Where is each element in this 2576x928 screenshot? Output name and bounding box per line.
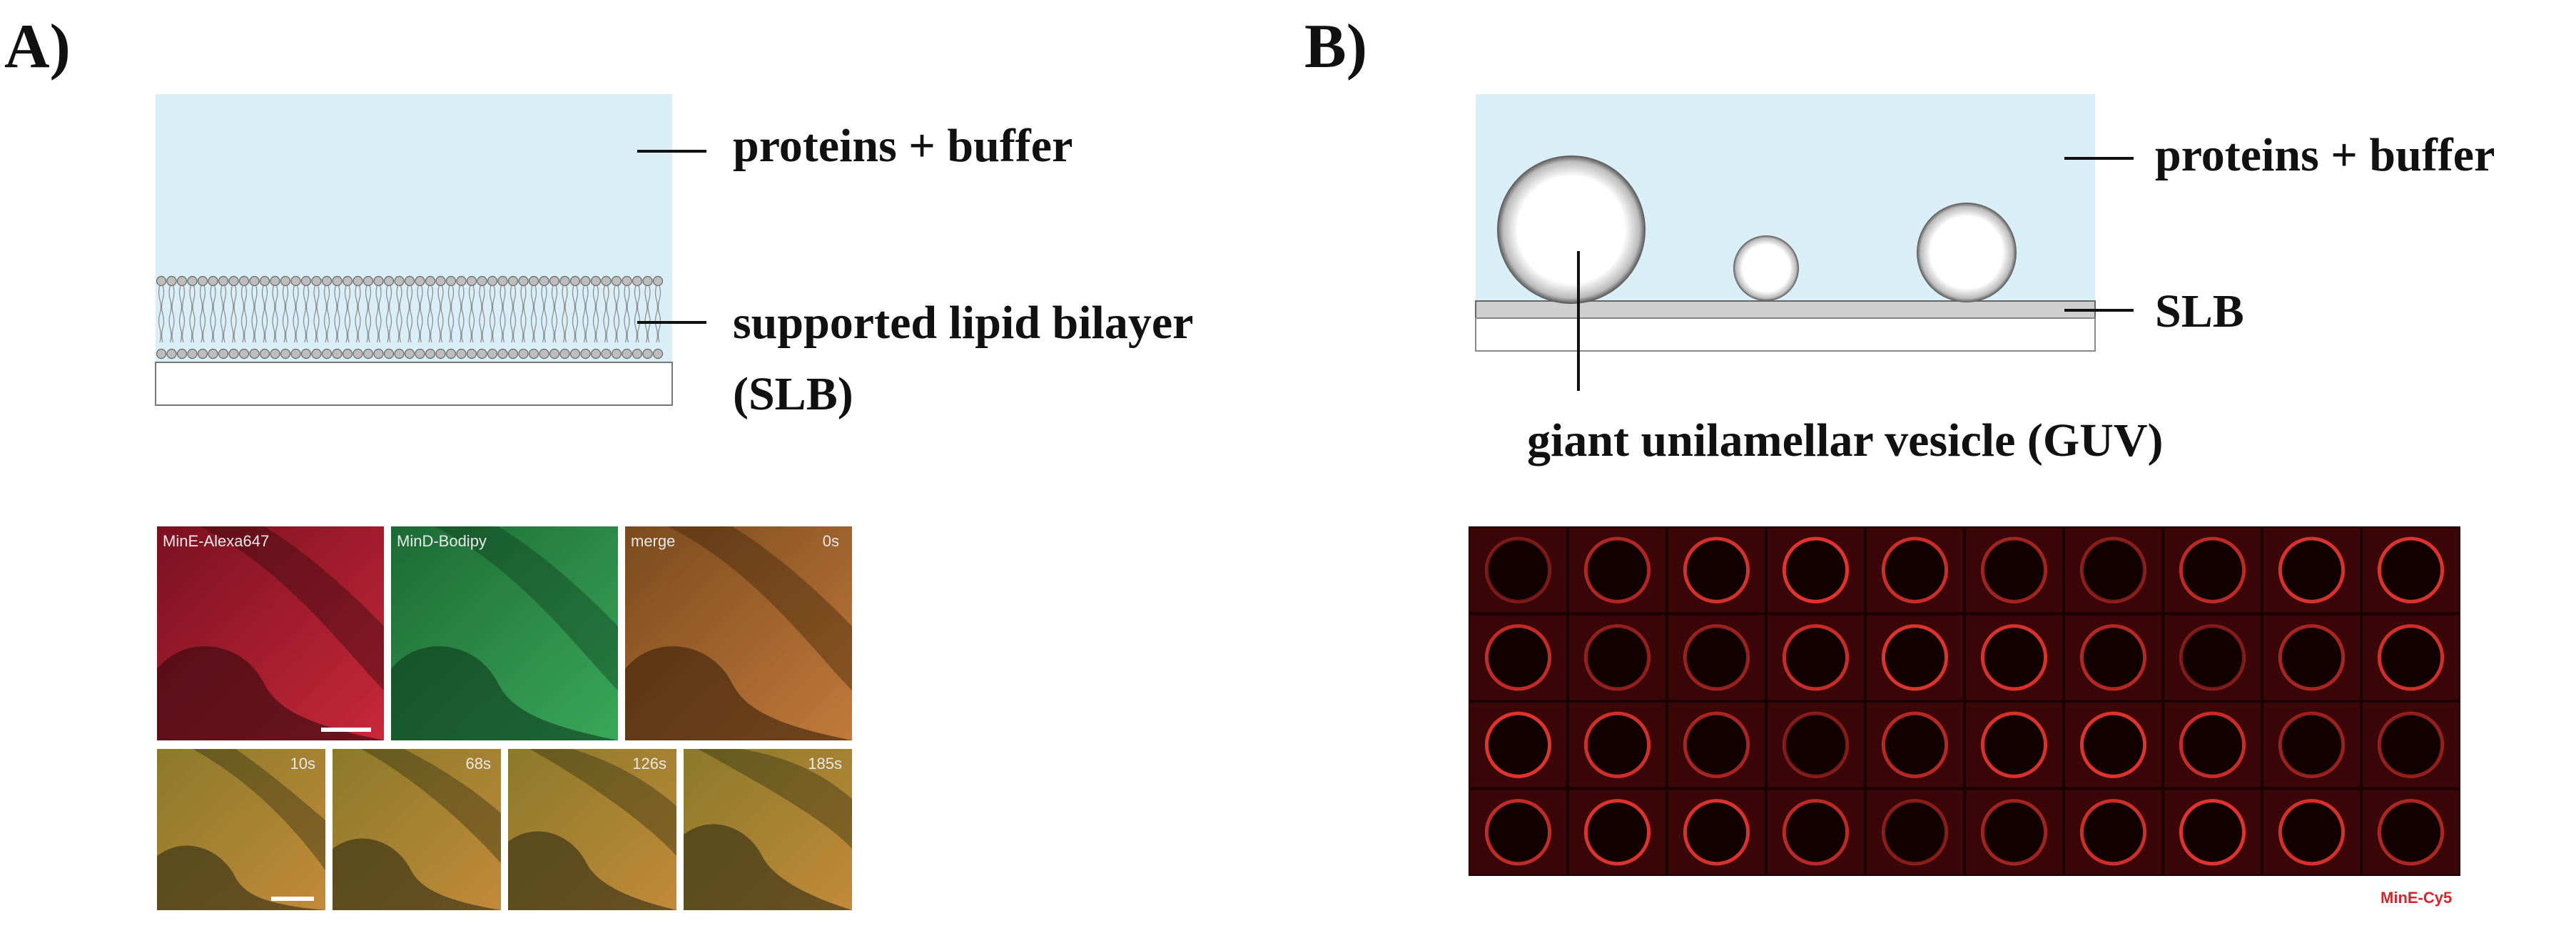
guv-ring: [2377, 799, 2445, 866]
guv-ring: [2278, 799, 2346, 866]
guv-ring: [2079, 711, 2147, 778]
guv-ring: [1683, 624, 1750, 691]
micro-time-185: 185s: [808, 755, 842, 773]
guv-ring: [1484, 536, 1552, 603]
guv-ring: [2079, 536, 2147, 603]
guv-ring: [1583, 711, 1651, 778]
guv-ring: [2179, 799, 2246, 866]
guv-ring: [1980, 711, 2048, 778]
guv-ring: [1583, 536, 1651, 603]
guv-ring: [2377, 711, 2445, 778]
guv-ring: [2278, 711, 2346, 778]
guv-ring: [1980, 536, 2048, 603]
guv-ring: [2179, 711, 2246, 778]
label-slb-b: SLB: [2155, 285, 2244, 337]
guv-grid-svg: [1470, 528, 2459, 875]
guv-ring: [1980, 624, 2048, 691]
micrograph-mind: MinD-Bodipy: [391, 526, 618, 740]
guv-ring: [2079, 799, 2147, 866]
label-slb-a-line2: (SLB): [733, 368, 853, 420]
substrate: [155, 362, 673, 406]
guv-medium: [1917, 203, 2017, 302]
guv-ring: [1980, 799, 2048, 866]
lipid-bilayer: [156, 275, 664, 360]
panel-b-label: B): [1304, 12, 1367, 81]
grid-caption: MinE-Cy5: [2380, 889, 2453, 907]
label-slb-a-line1: supported lipid bilayer: [733, 297, 1194, 349]
guv-ring: [1583, 624, 1651, 691]
guv-ring: [1881, 711, 1949, 778]
guv-ring: [2377, 624, 2445, 691]
micrograph-t185: 185s: [684, 749, 852, 910]
label-proteins-buffer-a: proteins + buffer: [733, 120, 1073, 172]
guv-ring: [1683, 536, 1750, 603]
guv-ring: [1583, 799, 1651, 866]
guv-large: [1497, 155, 1646, 304]
guv-ring: [1881, 799, 1949, 866]
micro-time-0: 0s: [823, 532, 839, 550]
label-guv: giant unilamellar vesicle (GUV): [1527, 414, 2164, 466]
guv-ring: [1782, 536, 1850, 603]
guv-ring: [1484, 799, 1552, 866]
guv-ring: [1484, 624, 1552, 691]
guv-ring: [1881, 536, 1949, 603]
guv-ring: [2179, 624, 2246, 691]
guv-ring: [2278, 624, 2346, 691]
guv-ring: [1782, 711, 1850, 778]
micro-time-10: 10s: [290, 755, 315, 773]
micrograph-t10: 10s: [157, 749, 325, 910]
micro-label-mind: MinD-Bodipy: [397, 532, 487, 550]
micro-label-merge: merge: [631, 532, 675, 550]
guv-small: [1733, 235, 1799, 301]
guv-ring: [1782, 624, 1850, 691]
micro-time-126: 126s: [632, 755, 666, 773]
guv-ring: [1683, 711, 1750, 778]
micro-label-mine: MinE-Alexa647: [163, 532, 269, 550]
panel-a-label: A): [4, 12, 71, 81]
guv-ring: [1683, 799, 1750, 866]
min-wave-micrographs: MinE-Alexa647 MinD-Bodipy merge 0s 10s: [157, 526, 852, 910]
micrograph-merge: merge 0s: [625, 526, 852, 740]
micrograph-t126: 126s: [508, 749, 676, 910]
guv-ring: [2278, 536, 2346, 603]
guv-ring: [1782, 799, 1850, 866]
micrograph-t68: 68s: [333, 749, 501, 910]
label-proteins-buffer-b: proteins + buffer: [2155, 129, 2495, 181]
guv-image-grid: [1469, 526, 2460, 876]
guv-ring: [2179, 536, 2246, 603]
guv-ring: [1881, 624, 1949, 691]
micrograph-mine: MinE-Alexa647: [157, 526, 384, 740]
substrate-b: [1475, 317, 2096, 352]
guv-ring: [2079, 624, 2147, 691]
micro-time-68: 68s: [466, 755, 491, 773]
guv-ring: [2377, 536, 2445, 603]
guv-ring: [1484, 711, 1552, 778]
